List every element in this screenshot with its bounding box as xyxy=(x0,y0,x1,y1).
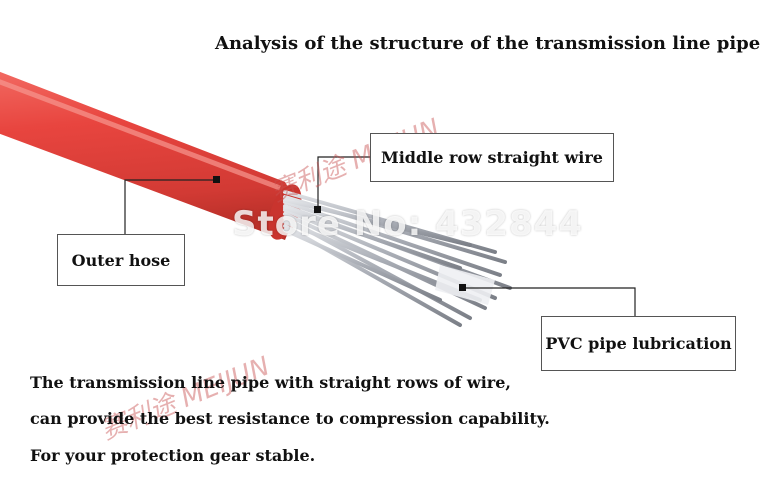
leader-dot xyxy=(459,284,466,291)
leader-lines xyxy=(124,156,636,316)
store-watermark: Store No: 432844 xyxy=(232,204,583,244)
callout-middle-wire: Middle row straight wire xyxy=(370,133,614,182)
hose-highlight xyxy=(0,79,281,191)
description-line: can provide the best resistance to compr… xyxy=(30,409,550,428)
outer-hose xyxy=(0,71,293,240)
callout-outer-hose: Outer hose xyxy=(57,234,185,286)
leader-dot xyxy=(314,206,321,213)
callout-label: PVC pipe lubrication xyxy=(545,334,732,353)
callout-label: Middle row straight wire xyxy=(381,148,603,167)
description-line: The transmission line pipe with straight… xyxy=(30,373,511,392)
page-title: Analysis of the structure of the transmi… xyxy=(215,33,761,54)
description-line: For your protection gear stable. xyxy=(30,446,316,465)
callout-pvc-lubrication: PVC pipe lubrication xyxy=(541,316,736,371)
callout-label: Outer hose xyxy=(71,250,171,270)
leader-dot xyxy=(213,176,220,183)
